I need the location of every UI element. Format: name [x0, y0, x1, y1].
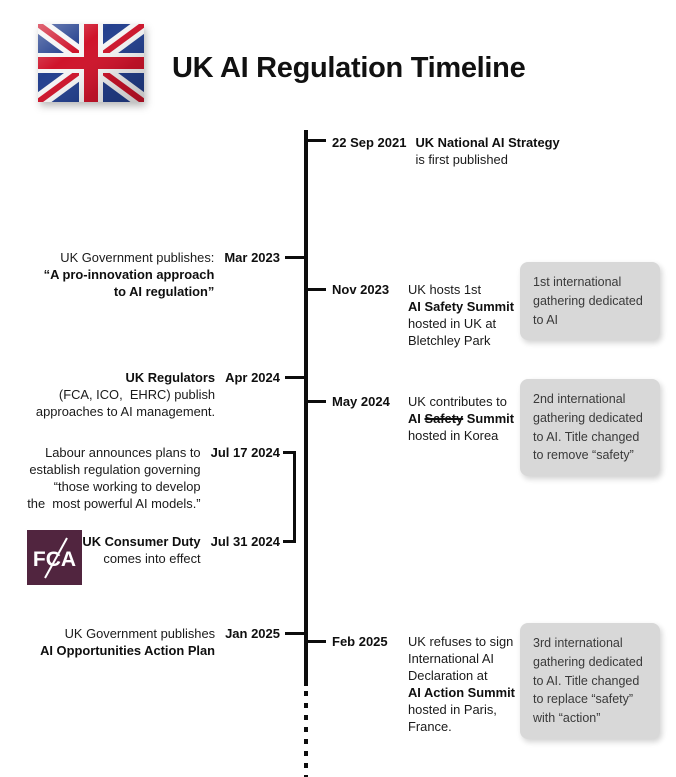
event-description: UK Government publishes: “A pro-innovati…	[44, 249, 215, 300]
event-line: Labour announces plans to	[45, 445, 201, 460]
event-date: Jan 2025	[225, 626, 280, 641]
event-line: Bletchley Park	[408, 333, 491, 348]
event-description: UK National AI Strategy is first publish…	[415, 134, 559, 168]
event-date: Nov 2023	[332, 282, 390, 297]
event-line: Declaration at	[408, 668, 488, 683]
event-row-jul-17-2024: Labour announces plans to establish regu…	[0, 444, 280, 512]
event-row-sep-2021: 22 Sep 2021 UK National AI Strategy is f…	[332, 134, 560, 168]
tick-may-2024	[306, 400, 326, 403]
event-line: “A pro-innovation approach	[43, 267, 215, 282]
event-row-jan-2025: UK Government publishes AI Opportunities…	[0, 625, 280, 659]
event-line: UK hosts 1st	[408, 282, 482, 297]
event-line: UK contributes to	[408, 394, 507, 409]
callout-1st-gathering: 1st international gathering dedicated to…	[520, 262, 660, 341]
uk-flag-icon	[38, 24, 144, 102]
event-date: May 2024	[332, 394, 390, 409]
callout-2nd-gathering: 2nd international gathering dedicated to…	[520, 379, 660, 476]
event-description: UK Consumer Duty comes into effect	[82, 533, 200, 567]
tick-mar-2023	[285, 256, 306, 259]
tick-feb-2025	[306, 640, 326, 643]
event-description: UK contributes to AI Safety Summit hoste…	[408, 393, 514, 444]
event-line: AI Action Summit	[408, 685, 515, 700]
bracket-jul-31-stub	[283, 540, 296, 543]
event-line: establish regulation governing	[29, 462, 201, 477]
event-line: UK National AI Strategy	[415, 135, 560, 150]
event-row-jul-31-2024: UK Consumer Duty comes into effect Jul 3…	[0, 533, 280, 567]
callout-3rd-gathering: 3rd international gathering dedicated to…	[520, 623, 660, 739]
event-line: AI Safety Summit	[408, 299, 515, 314]
event-date: Mar 2023	[224, 250, 280, 265]
event-date: Jul 17 2024	[210, 445, 280, 460]
event-line: UK Regulators	[125, 370, 216, 385]
event-line: (FCA, ICO, EHRC) publish	[58, 387, 216, 402]
event-row-apr-2024: UK Regulators (FCA, ICO, EHRC) publish a…	[0, 369, 280, 420]
event-description: Labour announces plans to establish regu…	[27, 444, 200, 512]
tick-apr-2024	[285, 376, 306, 379]
bracket-jul-17-stub	[283, 451, 296, 454]
event-date: Jul 31 2024	[210, 534, 280, 549]
event-date: Apr 2024	[225, 370, 280, 385]
tick-nov-2023	[306, 288, 326, 291]
event-description: UK Regulators (FCA, ICO, EHRC) publish a…	[36, 369, 215, 420]
event-line: UK Government publishes:	[60, 250, 215, 265]
timeline-line	[304, 130, 308, 686]
bracket-jul-2024	[293, 451, 296, 543]
event-line: to AI regulation”	[113, 284, 215, 299]
fca-logo-text: FCA	[33, 548, 76, 571]
struck-word: Safety	[424, 411, 464, 426]
event-line: hosted in Korea	[408, 428, 499, 443]
event-line: International AI	[408, 651, 494, 666]
event-description: UK hosts 1st AI Safety Summit hosted in …	[408, 281, 514, 349]
event-line: is first published	[415, 152, 508, 167]
tick-sep-2021	[306, 139, 326, 142]
event-row-may-2024: May 2024 UK contributes to AI Safety Sum…	[332, 393, 514, 444]
event-row-nov-2023: Nov 2023 UK hosts 1st AI Safety Summit h…	[332, 281, 514, 349]
event-line: comes into effect	[103, 551, 201, 566]
event-date: Feb 2025	[332, 634, 388, 649]
event-description: UK refuses to sign International AI Decl…	[408, 633, 515, 735]
event-line: the most powerful AI models.”	[27, 496, 201, 511]
event-line: “those working to develop	[53, 479, 201, 494]
event-row-mar-2023: UK Government publishes: “A pro-innovati…	[0, 249, 280, 300]
event-description: UK Government publishes AI Opportunities…	[40, 625, 215, 659]
event-row-feb-2025: Feb 2025 UK refuses to sign Internationa…	[332, 633, 515, 735]
page-title: UK AI Regulation Timeline	[172, 52, 526, 84]
fca-logo: FCA	[27, 530, 82, 585]
event-line: UK refuses to sign	[408, 634, 514, 649]
event-line: hosted in UK at	[408, 316, 497, 331]
event-line: approaches to AI management.	[35, 404, 216, 419]
event-date: 22 Sep 2021	[332, 135, 407, 150]
tick-jan-2025	[285, 632, 306, 635]
event-line-strikethrough: AI Safety Summit	[408, 411, 515, 426]
event-line: AI Opportunities Action Plan	[40, 643, 216, 658]
event-line: hosted in Paris,	[408, 702, 497, 717]
event-line: France.	[408, 719, 452, 734]
event-line: UK Government publishes	[64, 626, 216, 641]
timeline-dashed-continuation	[304, 691, 308, 777]
event-line: UK Consumer Duty	[82, 534, 201, 549]
